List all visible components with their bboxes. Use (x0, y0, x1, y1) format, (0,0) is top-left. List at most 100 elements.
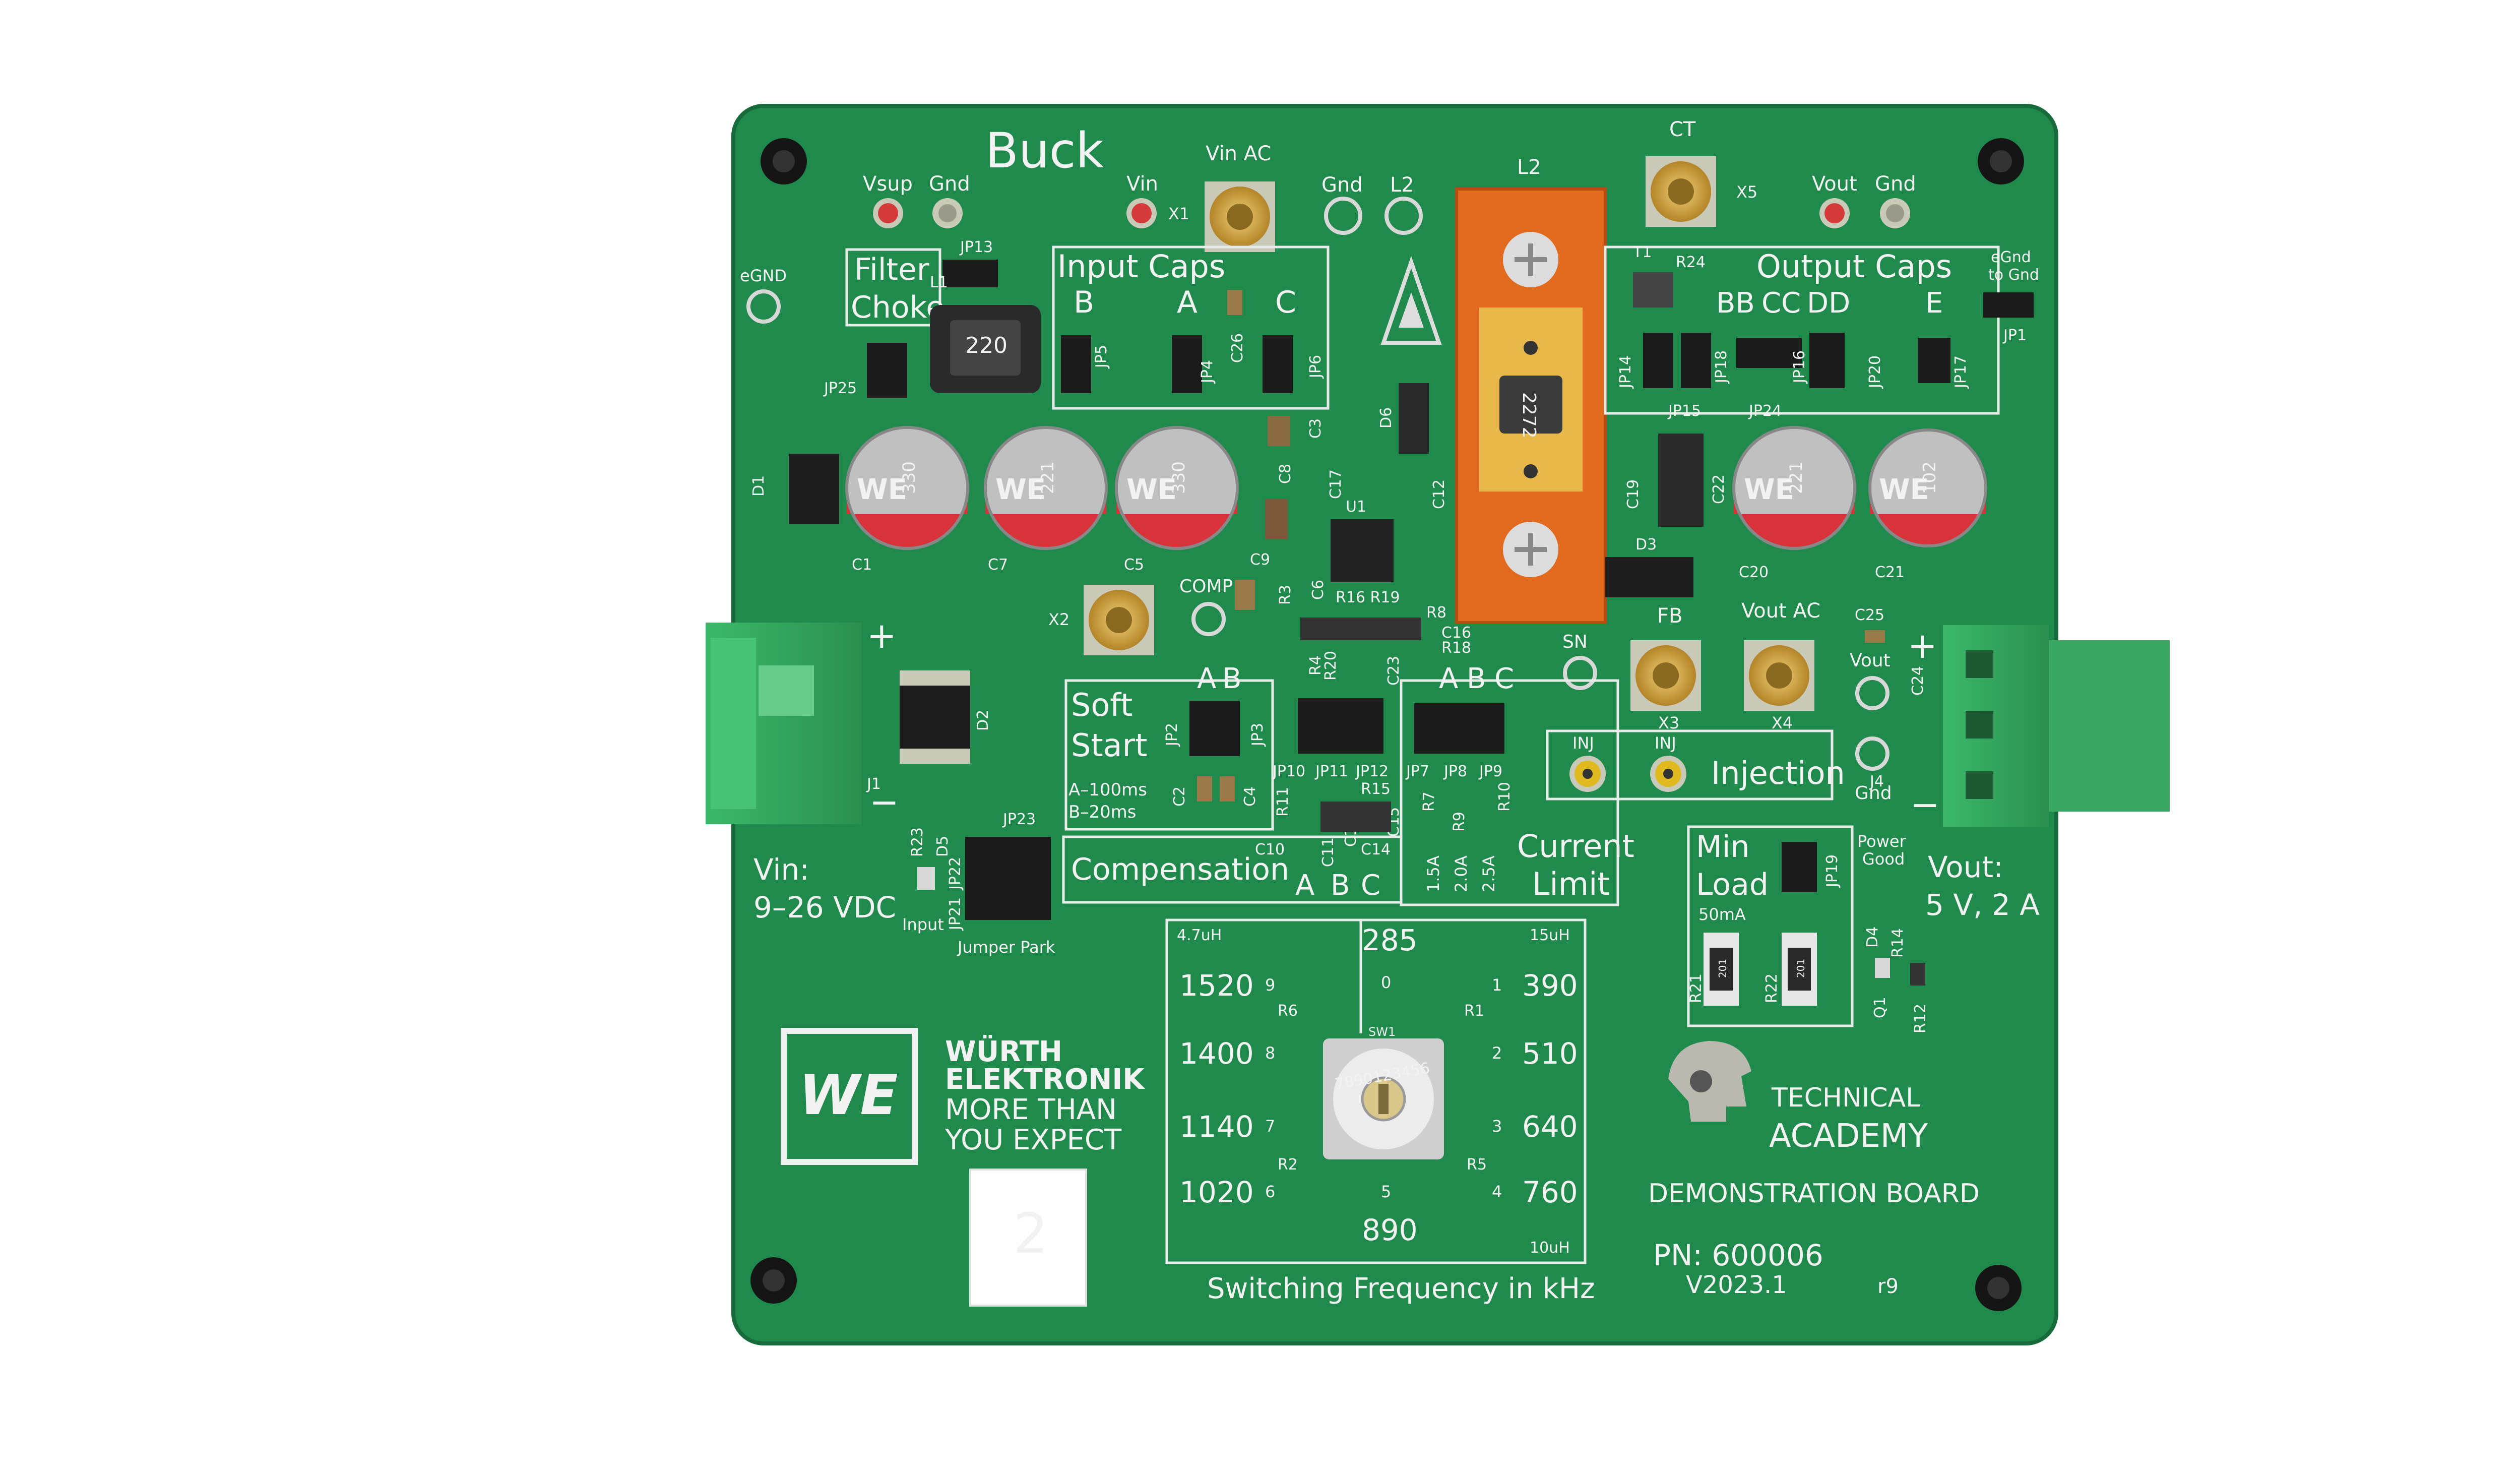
terminal-vout-j4[interactable]: + − J4 (1869, 625, 2170, 827)
standoff-feet (750, 138, 2024, 1311)
vin-range: 9–26 VDC (753, 890, 896, 925)
svg-text:J1: J1 (866, 775, 881, 793)
svg-text:U1: U1 (1346, 498, 1366, 516)
svg-text:890: 890 (1362, 1213, 1418, 1247)
svg-text:CT: CT (1669, 118, 1696, 141)
svg-text:INJ: INJ (1572, 733, 1594, 753)
svg-text:C4: C4 (1241, 786, 1259, 807)
connector-x2[interactable]: X2 (1048, 585, 1154, 655)
capacitor-c20: WE 221 C20 (1732, 426, 1856, 581)
svg-text:L2: L2 (1517, 156, 1541, 179)
svg-text:R1: R1 (1464, 1002, 1484, 1020)
svg-text:4: 4 (1492, 1182, 1502, 1201)
pcb-board (733, 106, 2056, 1343)
svg-text:C17: C17 (1327, 469, 1345, 499)
svg-text:R7: R7 (1420, 791, 1438, 812)
svg-text:WÜRTH: WÜRTH (945, 1035, 1062, 1068)
svg-text:Input: Input (902, 915, 944, 934)
test-point-comp[interactable]: COMP (1179, 576, 1233, 636)
svg-text:C11: C11 (1319, 837, 1337, 867)
test-point-vin[interactable]: Vin X1 (1126, 172, 1189, 228)
svg-text:A: A (1295, 869, 1314, 902)
svg-text:JP5: JP5 (1093, 345, 1110, 369)
svg-text:X2: X2 (1048, 610, 1069, 629)
svg-text:R2: R2 (1278, 1156, 1298, 1174)
svg-text:D3: D3 (1635, 536, 1657, 554)
svg-text:Injection: Injection (1711, 755, 1845, 791)
input-caps-section: Input Caps B A C JP5 JP4 C26 JP6 (1052, 245, 1330, 410)
svg-text:Current: Current (1517, 828, 1634, 865)
jumper-park[interactable]: JP23 JP22 JP21 Jumper Park (947, 811, 1055, 957)
svg-text:JP10: JP10 (1272, 763, 1305, 780)
svg-text:3: 3 (1492, 1117, 1502, 1136)
test-point-egnd[interactable]: eGND (740, 266, 787, 324)
terminal-vin-j1[interactable]: + − J1 (706, 615, 899, 824)
egnd-jumper-jp1[interactable]: eGnd to Gnd JP1 (1983, 249, 2039, 344)
svg-text:Good: Good (1862, 849, 1905, 869)
svg-text:to Gnd: to Gnd (1988, 266, 2039, 284)
test-point-vsup[interactable]: Vsup (863, 172, 913, 228)
inductor-l2-copper-bar: L2 2272 (1455, 156, 1607, 624)
board-number-sticker: 2 (969, 1169, 1087, 1307)
svg-text:X4: X4 (1772, 713, 1793, 732)
connector-vout-ac[interactable]: Vout AC X4 (1741, 599, 1820, 732)
test-point-gnd-mid[interactable]: Gnd (1855, 736, 1892, 804)
test-point-gnd-top-right[interactable]: Gnd (1875, 172, 1916, 228)
test-point-sn[interactable]: SN (1562, 632, 1597, 690)
svg-text:R23: R23 (909, 827, 926, 857)
svg-text:eGnd: eGnd (1991, 249, 2031, 266)
test-point-vout-top[interactable]: Vout (1812, 172, 1857, 228)
svg-text:DEMONSTRATION BOARD: DEMONSTRATION BOARD (1648, 1179, 1980, 1209)
svg-text:201: 201 (1717, 959, 1729, 978)
soft-start-section: Soft Start A B JP2 JP3 A–100ms B–20ms C2… (1064, 662, 1274, 831)
svg-text:102: 102 (1920, 461, 1940, 494)
svg-text:R10: R10 (1496, 782, 1514, 812)
svg-text:A–100ms: A–100ms (1068, 780, 1147, 800)
connector-ct[interactable]: CT X5 (1646, 118, 1757, 227)
svg-text:ACADEMY: ACADEMY (1769, 1118, 1928, 1155)
svg-text:WE: WE (1879, 473, 1929, 506)
svg-text:221: 221 (1038, 461, 1058, 494)
svg-text:X5: X5 (1736, 182, 1757, 202)
svg-text:J4: J4 (1869, 773, 1884, 790)
svg-text:2.0A: 2.0A (1452, 855, 1471, 892)
svg-text:0: 0 (1381, 973, 1391, 992)
svg-text:R24: R24 (1676, 254, 1706, 271)
connector-fb[interactable]: FB X3 (1630, 604, 1701, 732)
svg-text:220: 220 (965, 333, 1007, 358)
connector-vin-ac[interactable]: Vin AC (1205, 142, 1275, 252)
svg-text:8: 8 (1265, 1043, 1275, 1063)
svg-text:Limit: Limit (1532, 866, 1610, 902)
svg-text:285: 285 (1362, 923, 1418, 957)
svg-text:JP24: JP24 (1748, 402, 1782, 420)
svg-text:WE: WE (995, 473, 1046, 506)
svg-text:Q1: Q1 (1871, 997, 1889, 1018)
svg-text:C12: C12 (1430, 479, 1448, 509)
svg-text:Vin: Vin (1126, 172, 1158, 196)
test-point-l2[interactable]: L2 (1384, 173, 1423, 235)
svg-text:TECHNICAL: TECHNICAL (1771, 1083, 1920, 1113)
filter-choke-section: Filter Choke JP13 L1 220 JP25 (823, 238, 1041, 398)
svg-text:R14: R14 (1889, 928, 1907, 958)
svg-text:R18: R18 (1441, 639, 1471, 657)
input-led: R23 D5 Input (902, 827, 952, 934)
current-limit-section: A B C JP7 JP8 JP9 R7 R9 R10 1.5A 2.0A 2.… (1400, 662, 1634, 906)
wurth-elektronik-logo: WE WÜRTH ELEKTRONIK MORE THAN YOU EXPECT (781, 1028, 1146, 1165)
svg-text:CC: CC (1761, 287, 1801, 320)
test-point-vout-mid[interactable]: Vout C25 C24 (1850, 606, 1927, 710)
svg-text:JP25: JP25 (823, 380, 857, 397)
svg-text:R4: R4 (1307, 655, 1325, 675)
test-point-gnd-top-mid[interactable]: Gnd (1321, 173, 1363, 235)
svg-text:Choke: Choke (851, 290, 944, 325)
svg-text:5: 5 (1381, 1182, 1391, 1201)
svg-text:Start: Start (1071, 727, 1147, 764)
test-point-gnd-top-left[interactable]: Gnd (929, 172, 970, 228)
frequency-rotary-switch[interactable]: 7890123456 (1323, 1038, 1444, 1159)
svg-text:E: E (1925, 287, 1943, 320)
svg-text:4.7uH: 4.7uH (1177, 927, 1222, 944)
svg-text:D2: D2 (974, 710, 992, 731)
svg-text:JP7: JP7 (1405, 763, 1429, 780)
svg-text:WE: WE (1126, 473, 1177, 506)
svg-text:R5: R5 (1467, 1156, 1487, 1174)
